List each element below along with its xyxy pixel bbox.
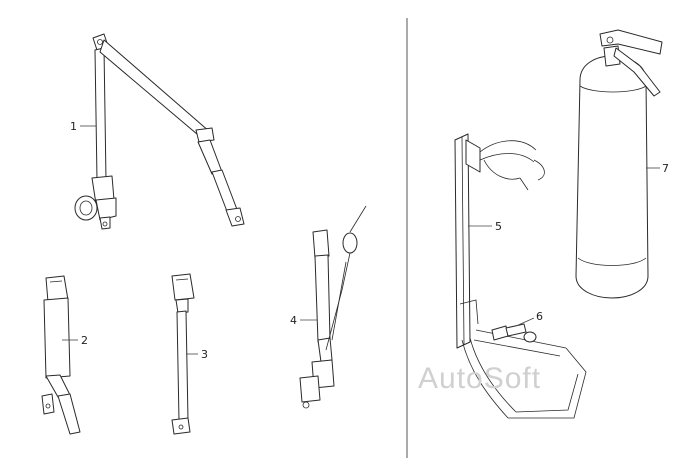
callout-3: 3	[201, 348, 208, 361]
part-3-buckle-webbing	[171, 273, 195, 435]
part-6-bolt-kit	[491, 323, 537, 343]
watermark-text: AutoSoft	[418, 362, 541, 395]
part-1-seat-belt-retractor	[74, 33, 245, 230]
callout-6: 6	[536, 310, 543, 323]
callout-7: 7	[662, 162, 669, 175]
callout-1: 1	[70, 120, 77, 133]
part-5-extinguisher-bracket	[454, 133, 587, 419]
callout-2: 2	[81, 334, 88, 347]
leader-6	[515, 317, 535, 327]
callout-5: 5	[495, 220, 502, 233]
part-7-fire-extinguisher	[575, 29, 663, 299]
part-2-buckle-stalk	[41, 275, 81, 435]
callout-4: 4	[290, 314, 297, 327]
part-4-lap-belt-cable	[299, 205, 367, 409]
